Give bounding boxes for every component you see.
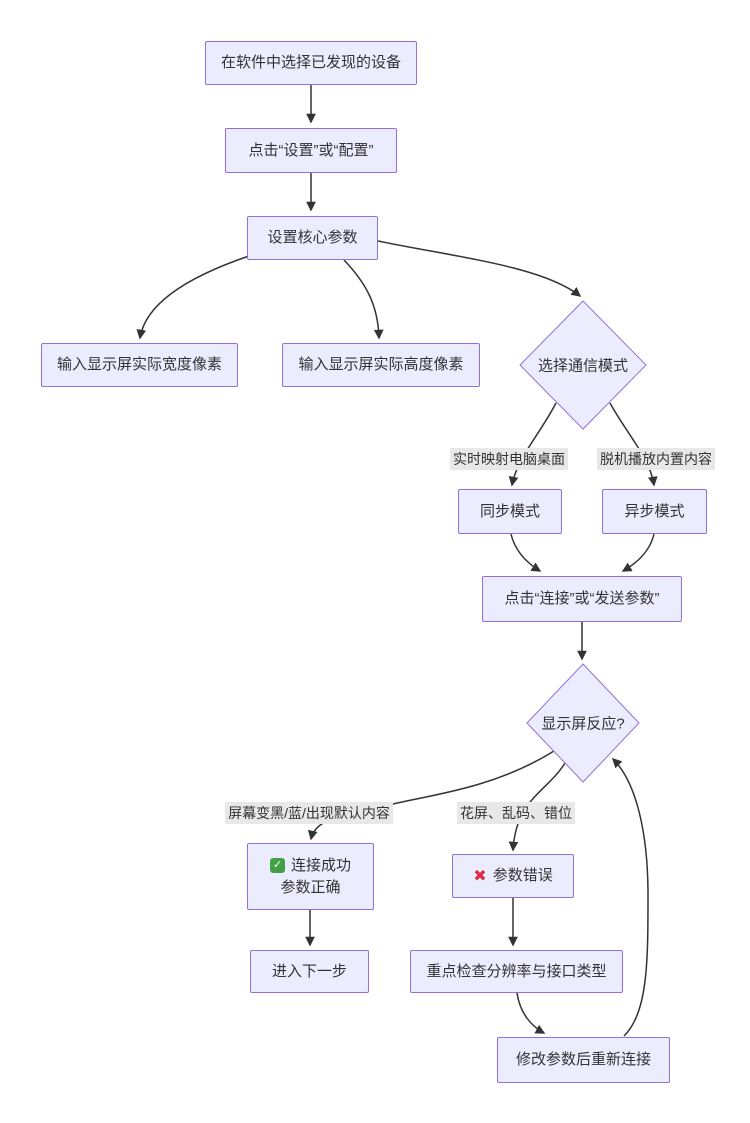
cross-icon: ✖ <box>473 867 487 885</box>
edge-label-offline-playback: 脱机播放内置内容 <box>597 448 715 470</box>
decision-screen-response-shape <box>526 663 640 783</box>
node-click-settings: 点击“设置”或“配置” <box>225 128 397 173</box>
node-sync-mode: 同步模式 <box>458 489 562 534</box>
node-select-device: 在软件中选择已发现的设备 <box>205 41 417 85</box>
edge-core-to-commmode <box>377 240 582 297</box>
edge-sync-to-connect <box>510 533 542 572</box>
edge-label-screen-garbled: 花屏、乱码、错位 <box>457 802 575 824</box>
node-click-connect: 点击“连接”或“发送参数” <box>482 576 682 622</box>
node-next-step: 进入下一步 <box>250 950 369 993</box>
edge-commmode-to-sync <box>508 402 557 487</box>
edge-label-realtime-mirror: 实时映射电脑桌面 <box>450 448 568 470</box>
connect-success-line2: 参数正确 <box>280 878 341 896</box>
node-modify-retry: 修改参数后重新连接 <box>497 1037 670 1083</box>
edge-response-to-error <box>508 762 566 852</box>
decision-choose-comm-mode-shape <box>519 300 647 430</box>
edge-commmode-to-async <box>609 402 658 487</box>
edge-modify-to-response <box>611 757 649 1037</box>
node-connect-success: ✓ 连接成功 参数正确 <box>247 843 374 910</box>
edge-core-to-width <box>136 255 250 340</box>
edge-core-to-height <box>343 259 384 340</box>
node-input-width: 输入显示屏实际宽度像素 <box>41 343 238 387</box>
node-check-resolution: 重点检查分辨率与接口类型 <box>410 950 623 993</box>
node-async-mode: 异步模式 <box>602 489 707 534</box>
connect-success-text: 连接成功 <box>290 856 351 874</box>
connect-success-line1: ✓ 连接成功 <box>269 855 351 877</box>
decision-choose-comm-mode: 选择通信模式 <box>537 357 629 375</box>
decision-screen-response: 显示屏反应? <box>541 715 625 733</box>
edge-check-to-modify <box>516 992 546 1034</box>
edge-label-screen-normal: 屏幕变黑/蓝/出现默认内容 <box>225 802 393 824</box>
node-param-error: ✖ 参数错误 <box>452 854 574 898</box>
node-set-core-params: 设置核心参数 <box>247 216 378 260</box>
param-error-text: 参数错误 <box>492 867 553 885</box>
node-input-height: 输入显示屏实际高度像素 <box>282 343 480 387</box>
check-icon: ✓ <box>269 858 285 874</box>
edge-async-to-connect <box>621 533 655 572</box>
param-error-line: ✖ 参数错误 <box>473 865 552 887</box>
